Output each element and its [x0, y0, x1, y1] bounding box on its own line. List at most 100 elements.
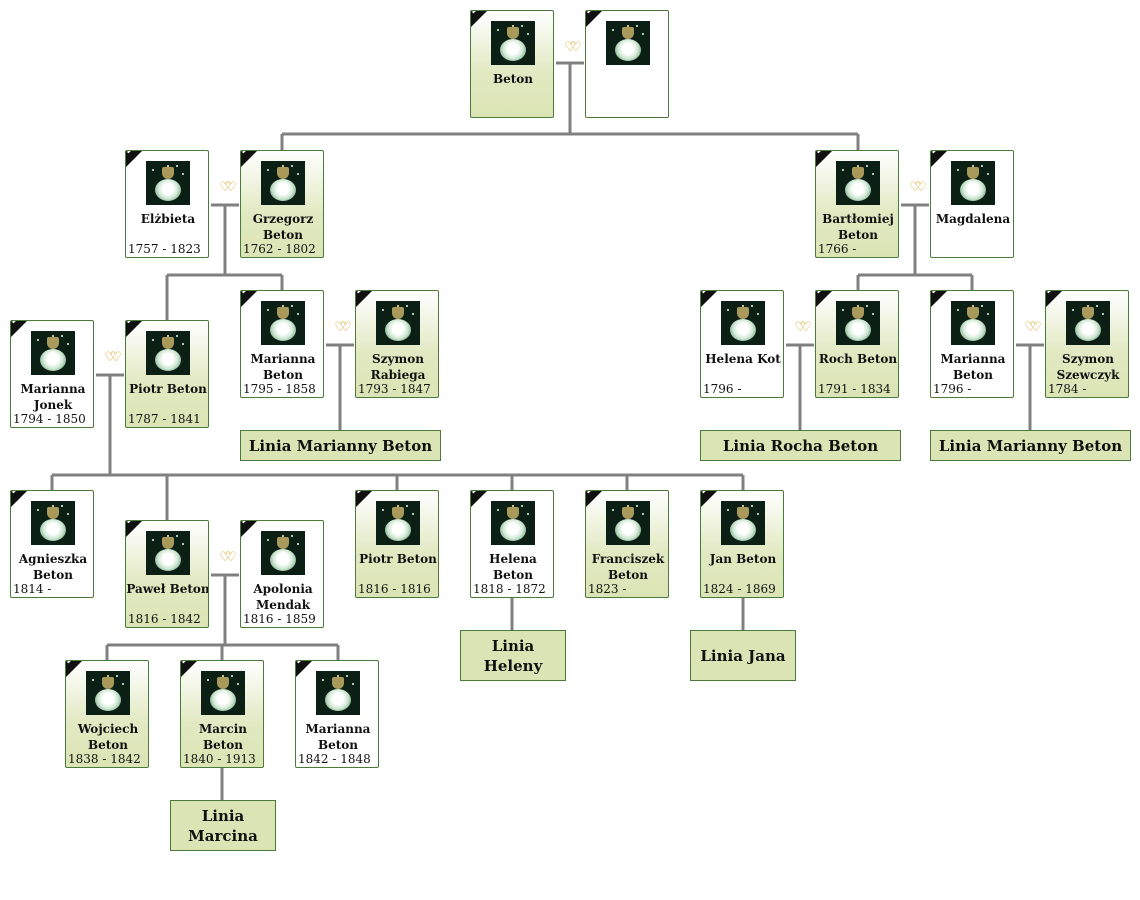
lineage-link-jana[interactable]: Linia Jana	[690, 630, 796, 681]
person-name: Bartłomiej Beton	[822, 212, 894, 242]
person-name: Marianna Beton	[250, 352, 316, 382]
person-card-magdalena[interactable]: Magdalena	[930, 150, 1014, 258]
mourning-ribbon-icon	[126, 321, 142, 337]
portrait-photo	[951, 161, 995, 205]
person-name: Piotr Beton	[359, 552, 437, 566]
portrait-photo	[201, 671, 245, 715]
lineage-link-rocha[interactable]: Linia Rocha Beton	[700, 430, 901, 461]
lineage-link-heleny[interactable]: Linia Heleny	[460, 630, 566, 681]
portrait-photo	[951, 301, 995, 345]
mourning-ribbon-icon	[816, 151, 832, 167]
mourning-ribbon-icon	[126, 521, 142, 537]
portrait-photo	[491, 21, 535, 65]
marriage-rings-icon: ♡♡	[564, 40, 581, 55]
person-card-elzbieta[interactable]: Elżbieta 1757 - 1823	[125, 150, 209, 258]
person-dates: 1791 - 1834	[818, 382, 891, 396]
person-dates: 1794 - 1850	[13, 412, 86, 426]
lineage-label: Linia Marianny Beton	[938, 436, 1123, 455]
lineage-link-marianny1[interactable]: Linia Marianny Beton	[240, 430, 441, 461]
person-dates: 1816 - 1842	[128, 612, 201, 626]
person-dates: 1838 - 1842	[68, 752, 141, 766]
person-dates: 1795 - 1858	[243, 382, 316, 396]
person-dates: 1823 -	[588, 582, 627, 596]
person-card-jan[interactable]: Jan Beton 1824 - 1869	[700, 490, 784, 598]
person-dates: 1757 - 1823	[128, 242, 201, 256]
mourning-ribbon-icon	[586, 491, 602, 507]
lineage-link-marianny2[interactable]: Linia Marianny Beton	[930, 430, 1131, 461]
mourning-ribbon-icon	[241, 151, 257, 167]
portrait-photo	[146, 161, 190, 205]
person-dates: 1818 - 1872	[473, 582, 546, 596]
person-dates: 1787 - 1841	[128, 412, 201, 426]
person-name: Beton	[492, 72, 534, 86]
person-name: Elżbieta	[140, 212, 196, 226]
person-name: Helena Beton	[489, 552, 537, 582]
portrait-photo	[606, 21, 650, 65]
mourning-ribbon-icon	[816, 291, 832, 307]
person-dates: 1816 - 1859	[243, 612, 316, 626]
mourning-ribbon-icon	[241, 521, 257, 537]
lineage-link-marcina[interactable]: Linia Marcina	[170, 800, 276, 851]
portrait-photo	[86, 671, 130, 715]
person-name: Szymon Szewczyk	[1056, 352, 1120, 382]
portrait-photo	[836, 161, 880, 205]
person-name: Marcin Beton	[199, 722, 247, 752]
mourning-ribbon-icon	[11, 321, 27, 337]
person-name: Wojciech Beton	[77, 722, 139, 752]
person-dates: 1824 - 1869	[703, 582, 776, 596]
person-card-piotr[interactable]: Piotr Beton 1787 - 1841	[125, 320, 209, 428]
person-name: Franciszek Beton	[591, 552, 665, 582]
lineage-label: Linia Marianny Beton	[248, 436, 433, 455]
person-dates: 1784 -	[1048, 382, 1087, 396]
mourning-ribbon-icon	[66, 661, 82, 677]
person-name: Agnieszka Beton	[18, 552, 88, 582]
person-dates: 1796 -	[703, 382, 742, 396]
portrait-photo	[31, 501, 75, 545]
person-dates: 1793 - 1847	[358, 382, 431, 396]
portrait-photo	[261, 161, 305, 205]
marriage-rings-icon: ♡♡	[104, 350, 121, 365]
mourning-ribbon-icon	[701, 291, 717, 307]
person-card-root-m[interactable]: Beton	[470, 10, 554, 118]
portrait-photo	[316, 671, 360, 715]
portrait-photo	[836, 301, 880, 345]
person-name: Grzegorz Beton	[252, 212, 314, 242]
marriage-rings-icon: ♡♡	[334, 320, 351, 335]
mourning-ribbon-icon	[471, 491, 487, 507]
lineage-label: Linia Heleny	[483, 636, 543, 675]
mourning-ribbon-icon	[701, 491, 717, 507]
portrait-photo	[146, 331, 190, 375]
mourning-ribbon-icon	[126, 151, 142, 167]
lineage-label: Linia Jana	[700, 646, 786, 665]
person-card-pawel[interactable]: Paweł Beton 1816 - 1842	[125, 520, 209, 628]
person-name: Magdalena	[935, 212, 1011, 226]
portrait-photo	[606, 501, 650, 545]
mourning-ribbon-icon	[586, 11, 602, 27]
person-name: Paweł Beton	[126, 582, 209, 596]
marriage-rings-icon: ♡♡	[909, 180, 926, 195]
mourning-ribbon-icon	[356, 291, 372, 307]
portrait-photo	[261, 301, 305, 345]
person-card-root-f[interactable]	[585, 10, 669, 118]
person-name: Piotr Beton	[129, 382, 207, 396]
person-name: Jan Beton	[709, 552, 777, 566]
portrait-photo	[146, 531, 190, 575]
